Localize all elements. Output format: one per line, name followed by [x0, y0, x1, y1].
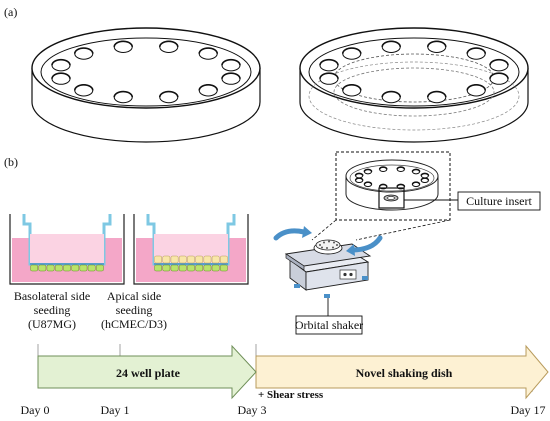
- inset-dish-hole-rim: [378, 183, 388, 187]
- orbital-shaker-callout-box: [295, 315, 363, 335]
- rotation-arrow-right: [349, 235, 383, 253]
- right-dish-hole-rim: [489, 58, 509, 66]
- transwell-apical-seeding: [133, 214, 249, 285]
- right-dish-hole-rim: [381, 90, 402, 98]
- right-dish-hole-rim: [426, 90, 447, 98]
- inset-dish-hole-rim: [411, 181, 421, 185]
- glioma-cell: [154, 264, 162, 272]
- right-dish-hole-rim: [426, 40, 447, 48]
- left-dish-hole-rim: [113, 90, 134, 98]
- left-dish-hole-rim: [113, 40, 134, 48]
- apical-seeding-label: Apical side seeding (hCMEC/D3): [101, 289, 167, 331]
- phase-novel-shaking-dish-label: Novel shaking dish: [356, 366, 453, 380]
- panel-a-label: (a): [4, 5, 17, 19]
- culture-insert-callout-box: [457, 191, 541, 211]
- right-dish-hole-rim: [319, 72, 339, 79]
- svg-text:Apical side: Apical side: [107, 289, 161, 303]
- rotation-arrow-right-head: [346, 244, 355, 256]
- right-dish-hole-rim: [489, 72, 509, 79]
- inset-dish-hole-rim: [363, 181, 373, 185]
- svg-text:seeding: seeding: [34, 303, 71, 317]
- orbital-shaker-label: Orbital shaker: [295, 318, 363, 332]
- inset-dish-hole-rim: [363, 168, 373, 172]
- left-dish-hole-rim: [221, 58, 241, 66]
- endothelial-cell: [154, 255, 162, 264]
- endothelial-cell: [220, 255, 228, 264]
- svg-text:(hCMEC/D3): (hCMEC/D3): [101, 317, 167, 331]
- inset-dish-hole-rim: [378, 166, 388, 170]
- day-label-3: Day 3: [238, 403, 267, 417]
- glioma-cell: [79, 264, 88, 272]
- left-dish-hole-rim: [198, 47, 219, 54]
- glioma-cell: [170, 264, 179, 272]
- glioma-cell: [187, 264, 195, 272]
- inset-dish-hole-rim: [354, 172, 364, 176]
- glioma-cell: [54, 264, 63, 272]
- glioma-cell: [63, 264, 71, 272]
- glioma-cell: [162, 264, 171, 272]
- glioma-cell: [220, 264, 228, 272]
- inset-dish-hole-rim: [420, 172, 430, 176]
- day-label-17: Day 17: [511, 403, 546, 417]
- right-dish-hole-rim: [341, 47, 362, 54]
- inset-dish-hole-rim: [396, 166, 406, 170]
- left-dish-hole-rim: [158, 40, 179, 48]
- shaking-dish-transparent-drawing: [299, 27, 529, 143]
- zoom-guide-right: [355, 219, 451, 241]
- left-dish-hole-rim: [158, 90, 179, 98]
- endothelial-cell: [178, 255, 187, 264]
- glioma-cell: [30, 264, 38, 272]
- left-dish-hole-rim: [51, 58, 71, 66]
- right-dish-hole-rim: [381, 40, 402, 48]
- glioma-cell: [71, 264, 80, 272]
- rotation-arrow-left-head: [302, 226, 312, 238]
- right-dish-hole-rim: [466, 47, 487, 54]
- panel-b-label: (b): [4, 155, 18, 169]
- endothelial-cell: [203, 255, 212, 264]
- glioma-cell: [96, 264, 104, 272]
- glioma-cell: [195, 264, 204, 272]
- left-dish-hole-rim: [51, 72, 71, 79]
- glioma-cell: [178, 264, 187, 272]
- zoom-guide-left: [311, 219, 337, 241]
- endothelial-cell: [170, 255, 179, 264]
- right-dish-hole-rim: [466, 84, 487, 91]
- phase-24-well-plate-arrow: [37, 344, 257, 400]
- left-dish-hole-rim: [221, 72, 241, 79]
- glioma-cell: [203, 264, 212, 272]
- inset-dish-hole-rim: [411, 168, 421, 172]
- glioma-cell: [46, 264, 55, 272]
- day-label-1: Day 1: [101, 403, 130, 417]
- left-dish-hole-rim: [73, 84, 94, 91]
- phase-24-well-plate-label: 24 well plate: [116, 366, 181, 380]
- transwell-basolateral-seeding: [9, 214, 125, 285]
- right-dish-hole-rim: [341, 84, 362, 91]
- endothelial-cell: [162, 255, 171, 264]
- shaking-dish-solid-drawing: [31, 27, 261, 143]
- basolateral-seeding-label: Basolateral side seeding (U87MG): [14, 289, 90, 331]
- glioma-cell: [87, 264, 96, 272]
- left-dish-hole-rim: [73, 47, 94, 54]
- left-dish-hole-rim: [198, 84, 219, 91]
- glioma-cell: [38, 264, 47, 272]
- endothelial-cell: [195, 255, 204, 264]
- rotation-arrow-left: [273, 228, 307, 241]
- glioma-cell: [211, 264, 220, 272]
- shear-stress-note: + Shear stress: [258, 389, 324, 401]
- phase-novel-shaking-dish-arrow: [255, 344, 549, 400]
- culture-insert-zoom-inset: [335, 151, 451, 221]
- svg-text:seeding: seeding: [116, 303, 153, 317]
- svg-text:(U87MG): (U87MG): [28, 317, 76, 331]
- culture-insert-label: Culture insert: [466, 194, 532, 208]
- endothelial-cell: [211, 255, 220, 264]
- right-dish-hole-rim: [319, 58, 339, 66]
- svg-text:Basolateral side: Basolateral side: [14, 289, 90, 303]
- inset-dish-hole-rim: [396, 183, 406, 187]
- day-label-0: Day 0: [21, 403, 50, 417]
- endothelial-cell: [187, 255, 195, 264]
